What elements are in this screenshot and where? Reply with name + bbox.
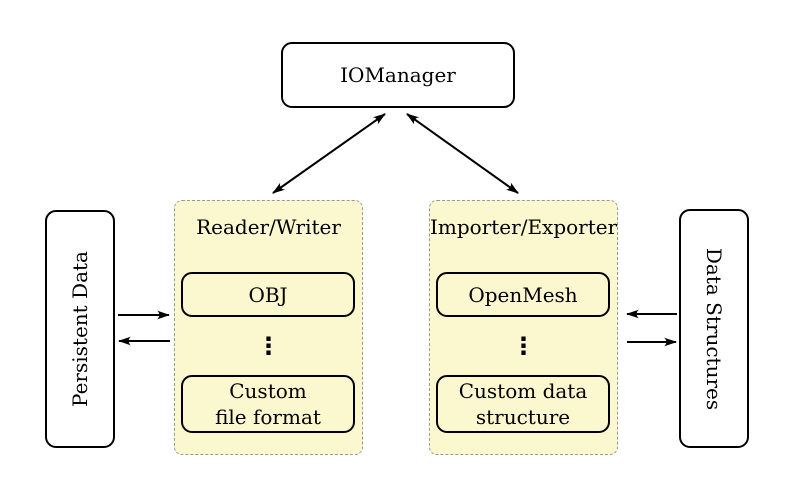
obj-node: OBJ <box>181 272 355 317</box>
obj-label: OBJ <box>248 282 288 307</box>
custom-file-format-node: Custom file format <box>181 375 355 433</box>
reader-writer-title: Reader/Writer <box>196 215 341 239</box>
data-structures-label: Data Structures <box>702 247 726 410</box>
custom-data-structure-line2: structure <box>475 405 571 429</box>
openmesh-node: OpenMesh <box>436 272 610 317</box>
custom-data-structure-line1: Custom data <box>458 379 588 403</box>
vertical-ellipsis-icon: ⋮ <box>511 332 536 360</box>
iomanager-node: IOManager <box>281 42 515 108</box>
reader-writer-panel: Reader/Writer OBJ ⋮ Custom file format <box>174 200 363 455</box>
data-structures-node: Data Structures <box>679 209 749 448</box>
custom-data-structure-node: Custom data structure <box>436 375 610 433</box>
persistent-data-node: Persistent Data <box>45 210 115 448</box>
importer-exporter-title: Importer/Exporter <box>430 215 618 239</box>
importer-exporter-panel: Importer/Exporter OpenMesh ⋮ Custom data… <box>429 200 618 455</box>
vertical-ellipsis-icon: ⋮ <box>256 332 281 360</box>
arrow-iomanager-importerexporter <box>406 113 519 194</box>
openmesh-label: OpenMesh <box>468 282 578 307</box>
arrow-iomanager-readerwriter <box>272 113 386 194</box>
persistent-data-label: Persistent Data <box>68 251 92 407</box>
custom-file-format-line2: file format <box>215 405 321 429</box>
custom-file-format-line1: Custom <box>229 379 307 403</box>
iomanager-label: IOManager <box>340 63 456 87</box>
